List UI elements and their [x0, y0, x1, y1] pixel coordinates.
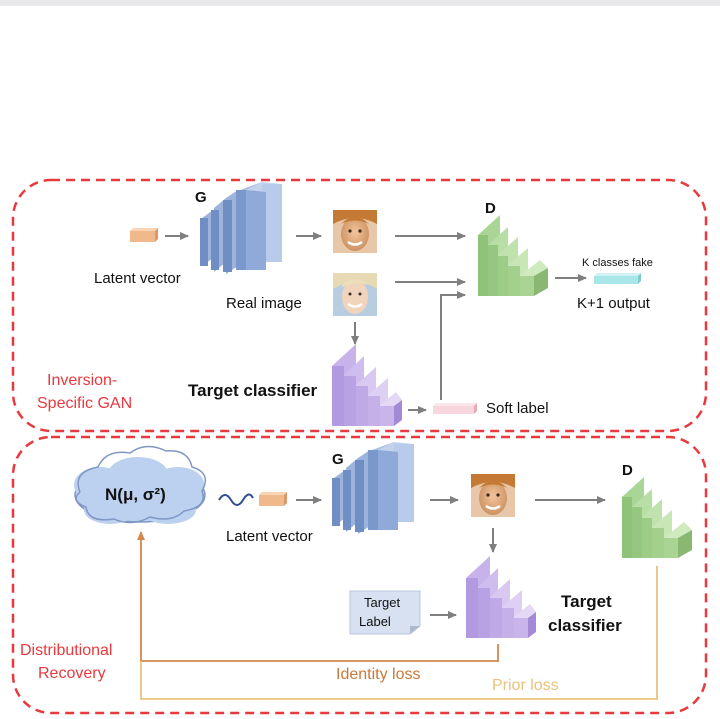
identity-loss-label: Identity loss [336, 666, 420, 683]
prior-loss-label: Prior loss [492, 677, 559, 694]
section-label-inversion-line1: Inversion- [47, 372, 117, 389]
output-small-label: K classes fake [582, 257, 653, 269]
generator-label-top: G [195, 189, 207, 206]
generator-label-bottom: G [332, 451, 344, 468]
arrow-soft-label-to-d [440, 291, 466, 400]
discriminator-label-bottom: D [622, 462, 633, 479]
latent-vector-block [130, 228, 158, 242]
generator-block-bottom [332, 442, 414, 534]
target-classifier-label-top: Target classifier [188, 381, 318, 400]
distribution-label: N(μ, σ²) [105, 485, 166, 504]
target-classifier-block-bottom [466, 556, 536, 638]
distribution-cloud [74, 445, 207, 524]
latent-vector-label-bottom: Latent vector [226, 528, 313, 545]
discriminator-block-top [478, 215, 548, 296]
soft-label-text: Soft label [486, 400, 549, 417]
panel-inversion-gan-border [11, 178, 708, 433]
generated-face-bottom [471, 474, 515, 517]
real-image-label: Real image [226, 295, 302, 312]
soft-label-vector [433, 403, 477, 414]
identity-loss-path [137, 531, 499, 662]
target-classifier-label-bottom-line2: classifier [548, 616, 622, 635]
section-label-recovery-line2: Recovery [38, 665, 106, 682]
target-classifier-block-top [332, 344, 402, 426]
target-label-box [349, 590, 421, 635]
output-label: K+1 output [577, 295, 651, 312]
real-face-top [333, 273, 377, 316]
generated-face-top [333, 210, 377, 253]
section-label-inversion-line2: Specific GAN [37, 395, 132, 412]
generator-block-top [200, 182, 282, 274]
window-top-strip [0, 0, 720, 6]
target-label-box-line2: Label [359, 614, 391, 629]
target-label-box-line1: Target [364, 595, 401, 610]
latent-vector-block-bottom [259, 492, 287, 506]
section-label-recovery-line1: Distributional [20, 642, 112, 659]
latent-vector-label-top: Latent vector [94, 270, 181, 287]
wave-noise-icon [218, 493, 254, 506]
discriminator-label-top: D [485, 200, 496, 217]
panel-distributional-recovery-border [11, 435, 708, 715]
prior-loss-path [140, 566, 658, 700]
discriminator-block-bottom [622, 477, 692, 558]
target-classifier-label-bottom-line1: Target [561, 592, 612, 611]
output-vector-block [594, 273, 641, 284]
